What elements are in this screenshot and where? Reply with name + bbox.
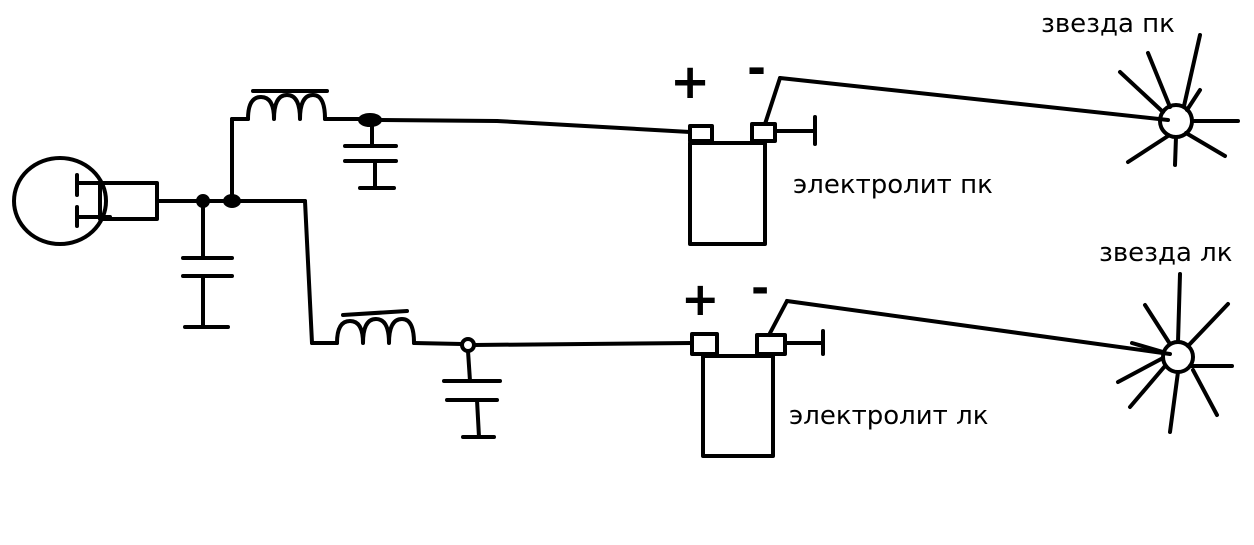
label-electrolyte-bottom: электролит лк — [789, 401, 989, 431]
star-electrode-top — [1118, 33, 1240, 167]
upper-branch — [230, 89, 692, 203]
label-star-bottom: звезда лк — [1099, 238, 1233, 268]
lower-branch — [230, 199, 694, 353]
capacitor-top — [343, 123, 398, 190]
source-plug — [12, 156, 159, 246]
plus-sign-bottom: + — [681, 272, 720, 326]
capacitor-bottom — [442, 349, 502, 439]
inductor-top — [246, 93, 327, 121]
label-star-top: звезда пк — [1041, 9, 1175, 39]
label-electrolyte-top: электролит пк — [793, 170, 993, 200]
plus-sign-top: + — [670, 54, 711, 110]
main-wire — [155, 194, 241, 208]
inductor-bottom — [335, 317, 416, 345]
star-electrode-bottom — [1116, 272, 1234, 434]
electrolyte-cell-top — [688, 76, 817, 246]
capacitor-main — [181, 199, 234, 329]
minus-sign-top: - — [747, 41, 767, 95]
minus-sign-bottom: - — [751, 263, 770, 314]
wire-to-star-bottom — [785, 299, 1172, 356]
electrolyte-cell-bottom — [690, 299, 825, 458]
wire-to-star-top — [778, 76, 1170, 122]
